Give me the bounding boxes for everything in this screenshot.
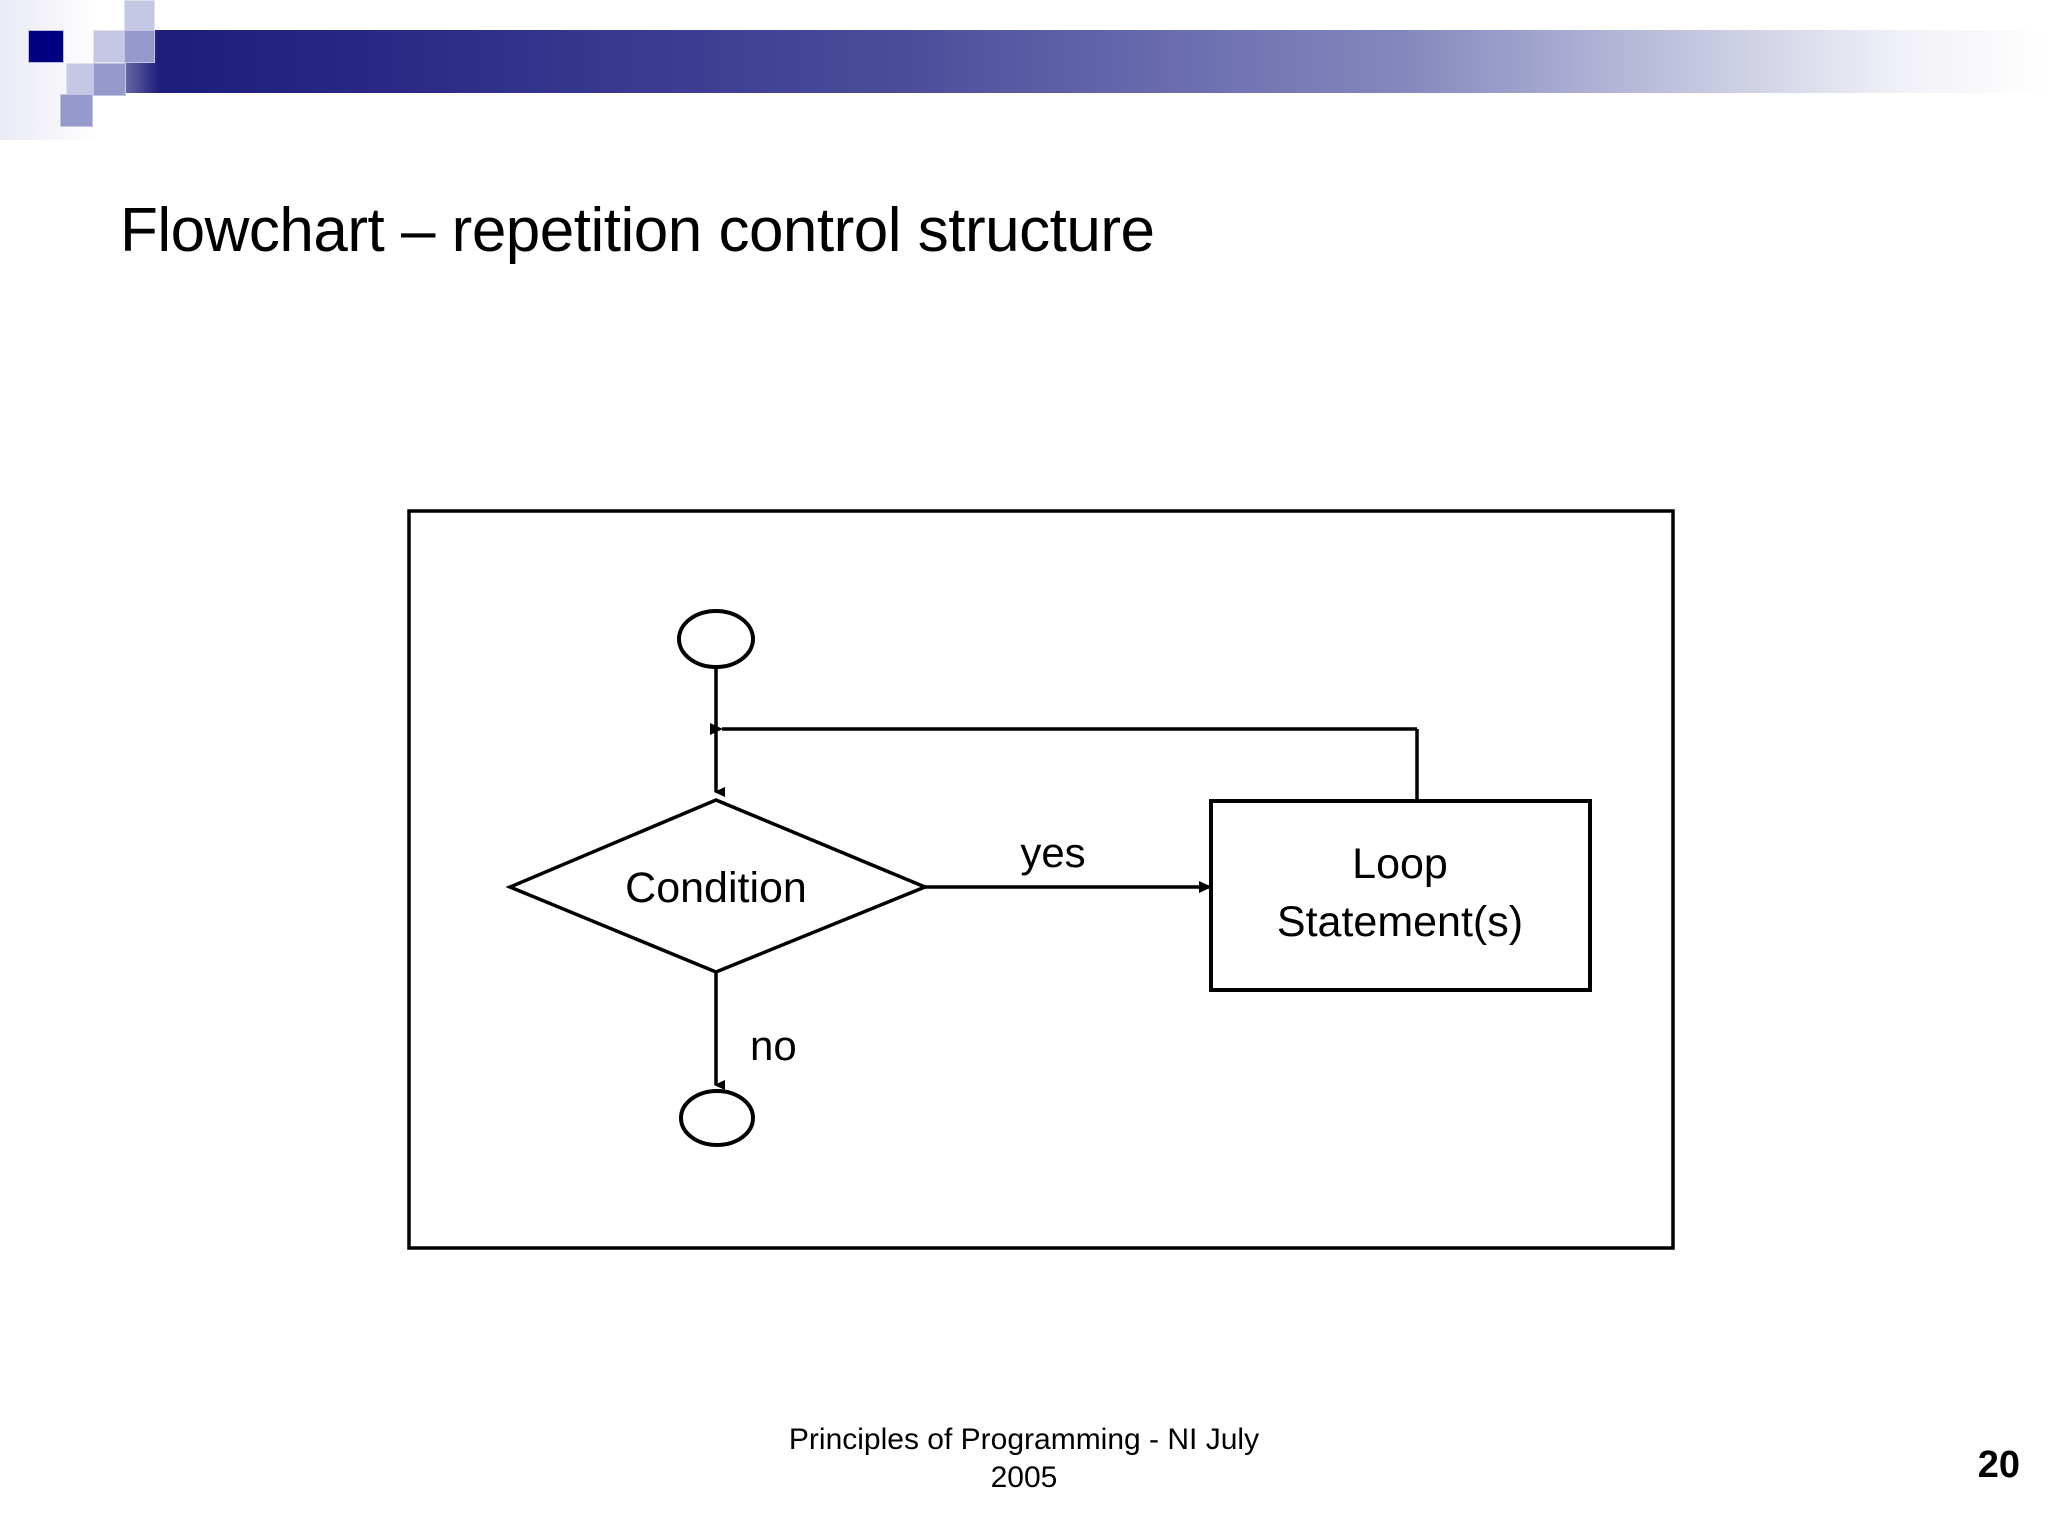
footer-line-2: 2005: [990, 1461, 1058, 1495]
footer: Principles of Programming - NI July 2005: [524, 1421, 1524, 1498]
decision-label: Condition: [625, 864, 807, 912]
flowchart-frame: [407, 509, 1675, 1250]
decision-diamond: [505, 798, 930, 974]
footer-line-1: Principles of Programming - NI July: [788, 1423, 1260, 1456]
no-label: no: [750, 1022, 797, 1069]
deco-square-mid-1: [124, 30, 155, 63]
deco-square-light-2: [93, 30, 126, 63]
header-decoration: [0, 0, 2048, 140]
header-gradient-bar: [0, 30, 2048, 93]
start-terminal-node: [677, 609, 755, 669]
deco-square-mid-2: [93, 63, 126, 96]
deco-square-mid-3: [60, 94, 93, 127]
end-terminal-node: [679, 1089, 755, 1147]
loop-statement-line2: Statement(s): [1277, 898, 1523, 946]
page-title: Flowchart – repetition control structure: [120, 196, 1155, 265]
page-number: 20: [1977, 1444, 2020, 1486]
loop-statement-line1: Loop: [1352, 840, 1448, 888]
deco-square-navy: [28, 30, 64, 63]
yes-label: yes: [1020, 829, 1085, 876]
deco-square-light-3: [124, 0, 155, 31]
loop-statement-box: [1209, 799, 1592, 992]
